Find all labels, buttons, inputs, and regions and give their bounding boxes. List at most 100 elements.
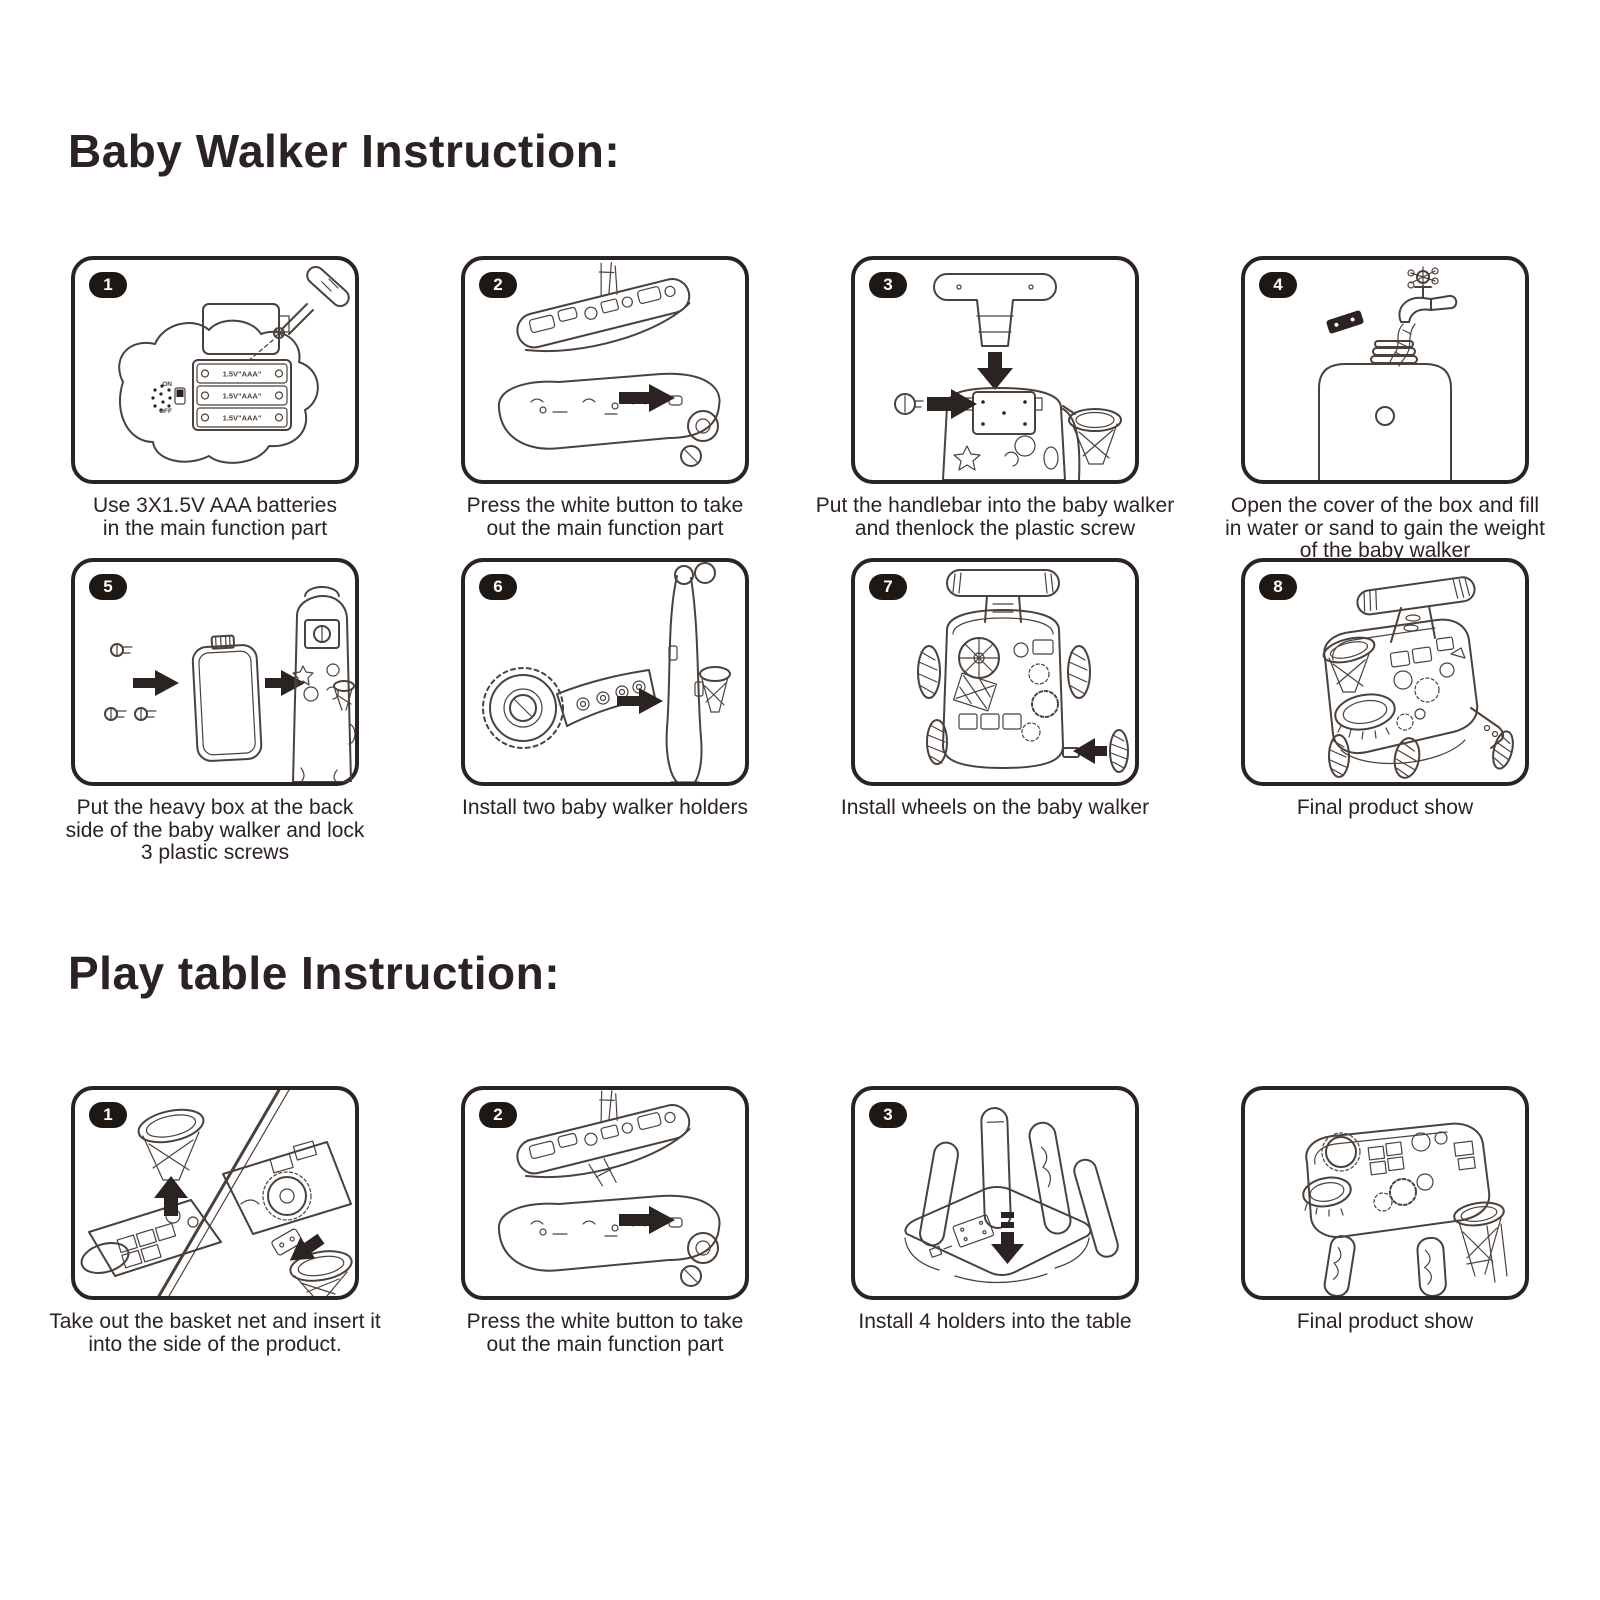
svg-text:OFF: OFF xyxy=(159,408,172,415)
walker-final-product-diagram xyxy=(1322,576,1514,779)
screwdriver-icon xyxy=(246,265,350,363)
wheel-icon xyxy=(917,645,941,699)
walker-steps-row-1: 1 1.5V"AAA" 1.5V"AAA" xyxy=(20,256,1580,563)
step-caption: Final product show xyxy=(1296,1310,1474,1333)
step-number-badge: 3 xyxy=(869,1102,907,1128)
basketball-hoop-icon xyxy=(1453,1201,1505,1227)
step-caption: Final product show xyxy=(1296,796,1474,819)
step-number-badge: 3 xyxy=(869,272,907,298)
table-legs xyxy=(919,1107,1119,1258)
svg-text:ON: ON xyxy=(162,381,172,388)
main-function-part-outline xyxy=(118,319,319,464)
step-panel: 8 xyxy=(1241,558,1529,786)
step-panel: 3 xyxy=(851,256,1139,484)
step-caption: Press the white button to take out the m… xyxy=(466,1310,744,1356)
step-panel: 5 xyxy=(71,558,359,786)
page-title: Play table Instruction: xyxy=(68,947,561,999)
function-panel-tilted xyxy=(516,1090,691,1187)
play-panel-right xyxy=(222,1141,352,1235)
right-arrow-icon xyxy=(265,670,305,696)
basketball-hoop-icon xyxy=(137,1108,205,1144)
step-number-badge: 2 xyxy=(479,272,517,298)
step-caption: Open the cover of the box and fill in wa… xyxy=(1225,494,1545,562)
play-panel-left xyxy=(88,1199,222,1277)
wheel-icon xyxy=(926,719,948,765)
remove-main-function-part-diagram xyxy=(497,262,721,467)
handlebar-installation-diagram xyxy=(894,273,1122,480)
table-leg xyxy=(1323,1235,1356,1296)
battery-label: 1.5V"AAA" xyxy=(223,392,262,401)
wheel-icon xyxy=(1109,729,1129,773)
basketball-hoop-icon xyxy=(1062,405,1122,465)
walker-base-tray xyxy=(497,372,721,467)
step-number-badge: 6 xyxy=(479,574,517,600)
water-stream-icon xyxy=(1388,323,1416,367)
step-cell: 2 xyxy=(410,256,800,563)
handlebar-top-view xyxy=(946,569,1060,623)
heavy-box-installation-diagram xyxy=(104,586,355,782)
speaker-grille-icon xyxy=(151,384,172,412)
table-leg xyxy=(1416,1236,1447,1296)
step-cell: 5 xyxy=(20,558,410,865)
step-cell: Final product show xyxy=(1190,1086,1580,1356)
right-arrow-icon xyxy=(617,688,663,714)
walker-steps-row-2: 5 xyxy=(20,558,1580,865)
step-number-badge: 8 xyxy=(1259,574,1297,600)
right-arrow-icon xyxy=(619,384,675,412)
down-arrow-icon xyxy=(977,352,1013,390)
step-number-badge: 7 xyxy=(869,574,907,600)
step-cell: 3 xyxy=(800,256,1190,563)
battery-label: 1.5V"AAA" xyxy=(223,370,262,379)
table-steps-row: 1 xyxy=(20,1086,1580,1356)
walker-bottom-body xyxy=(942,609,1080,769)
step-caption: Put the handlebar into the baby walker a… xyxy=(815,494,1175,540)
fill-weight-box-diagram xyxy=(1318,266,1458,480)
step-number-badge: 4 xyxy=(1259,272,1297,298)
step-number-badge: 1 xyxy=(89,1102,127,1128)
split-divider xyxy=(157,1090,281,1296)
step-caption: Install 4 holders into the table xyxy=(858,1310,1132,1333)
box-cover-cap-icon xyxy=(1326,310,1364,334)
step-caption: Install wheels on the baby walker xyxy=(840,796,1150,819)
step-cell: 7 xyxy=(800,558,1190,865)
table-base-tray xyxy=(497,1194,721,1287)
step-cell: 1 1.5V"AAA" 1.5V"AAA" xyxy=(20,256,410,563)
step-panel: 3 xyxy=(851,1086,1139,1300)
wheel-installation-diagram xyxy=(917,569,1129,773)
walker-back-view xyxy=(292,586,355,782)
holder-wheel xyxy=(482,667,564,749)
step-caption: Take out the basket net and insert it in… xyxy=(49,1310,381,1356)
step-caption: Use 3X1.5V AAA batteries in the main fun… xyxy=(93,494,337,540)
up-left-arrow-icon xyxy=(289,1233,325,1261)
on-off-switch-icon: ON OFF xyxy=(159,381,186,415)
step-number-badge: 5 xyxy=(89,574,127,600)
step-cell: 4 xyxy=(1190,256,1580,563)
faucet-icon xyxy=(1398,266,1458,323)
walker-side-profile xyxy=(665,562,731,782)
heavy-box xyxy=(191,634,263,762)
step-panel: 6 xyxy=(461,558,749,786)
basketball-hoop-icon xyxy=(1322,636,1376,664)
mount-plate-dots xyxy=(981,400,1027,426)
table-holder-installation-diagram xyxy=(904,1107,1119,1284)
table-leg xyxy=(1486,1223,1508,1283)
step-panel: 1 xyxy=(71,1086,359,1300)
step-cell: 8 xyxy=(1190,558,1580,865)
step-cell: 6 xyxy=(410,558,800,865)
walker-holder-installation-diagram xyxy=(482,562,731,782)
page-title: Baby Walker Instruction: xyxy=(68,125,621,177)
step-number-badge: 1 xyxy=(89,272,127,298)
down-arrow-icon xyxy=(991,1212,1024,1264)
step-panel: 2 xyxy=(461,256,749,484)
weight-box xyxy=(1318,340,1452,480)
remove-main-function-part-diagram xyxy=(497,1090,721,1287)
right-arrow-icon xyxy=(619,1206,675,1234)
step-cell: 2 xyxy=(410,1086,800,1356)
step-panel xyxy=(1241,1086,1529,1300)
left-arrow-icon xyxy=(1073,738,1107,764)
step-panel: 7 xyxy=(851,558,1139,786)
step-number-badge: 2 xyxy=(479,1102,517,1128)
battery-compartment xyxy=(192,359,292,431)
step-caption: Install two baby walker holders xyxy=(462,796,748,819)
walker-assembled xyxy=(1322,576,1514,779)
